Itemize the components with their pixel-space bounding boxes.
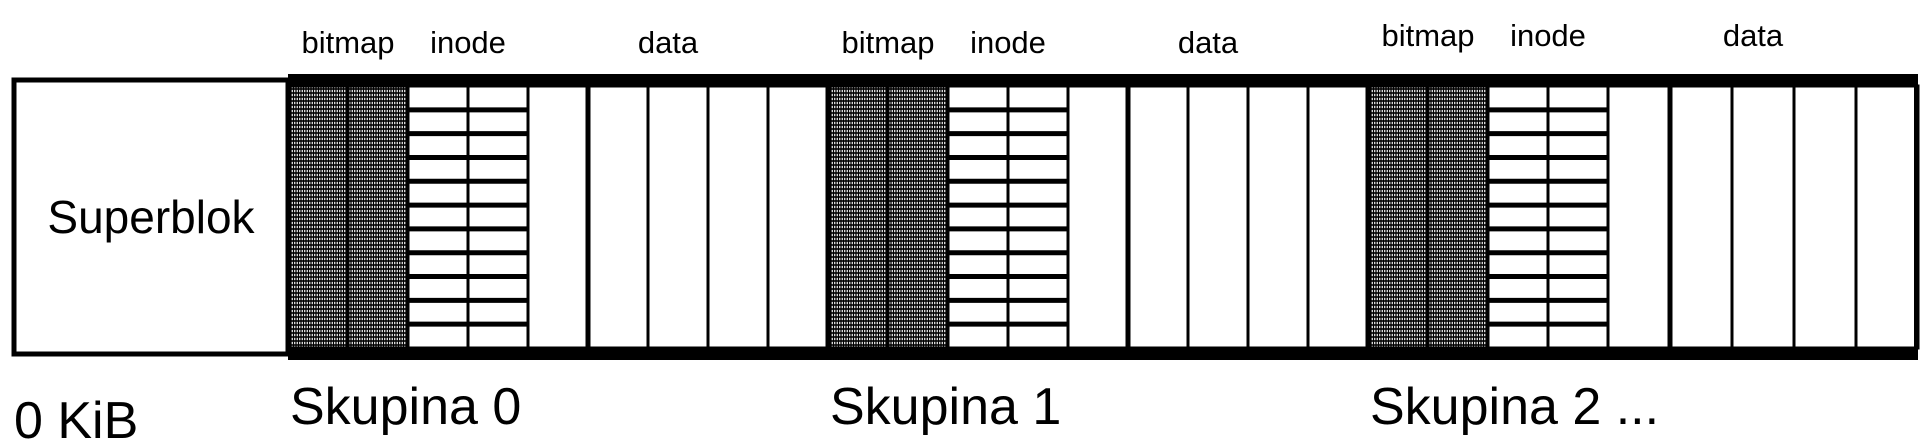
superblock-box <box>11 77 291 357</box>
data-block <box>1066 84 1370 350</box>
superblock-label: Superblok <box>47 191 255 243</box>
data-block <box>1606 84 1920 350</box>
bottom-rail <box>288 348 1918 360</box>
group-label: Skupina 1 <box>830 378 1061 436</box>
inode-label: inode <box>970 25 1046 60</box>
bitmap-label: bitmap <box>1381 18 1474 53</box>
bitmap-label: bitmap <box>841 25 934 60</box>
inode-label: inode <box>1510 18 1586 53</box>
group-label: Skupina 2 ... <box>1370 378 1659 436</box>
inode-label: inode <box>430 25 506 60</box>
top-rail <box>288 74 1918 86</box>
data-label: data <box>638 25 699 60</box>
offset-label: 0 KiB <box>14 392 138 448</box>
data-label: data <box>1723 18 1784 53</box>
group-label: Skupina 0 <box>290 378 521 436</box>
data-label: data <box>1178 25 1239 60</box>
data-block <box>526 84 830 350</box>
bitmap-label: bitmap <box>301 25 394 60</box>
